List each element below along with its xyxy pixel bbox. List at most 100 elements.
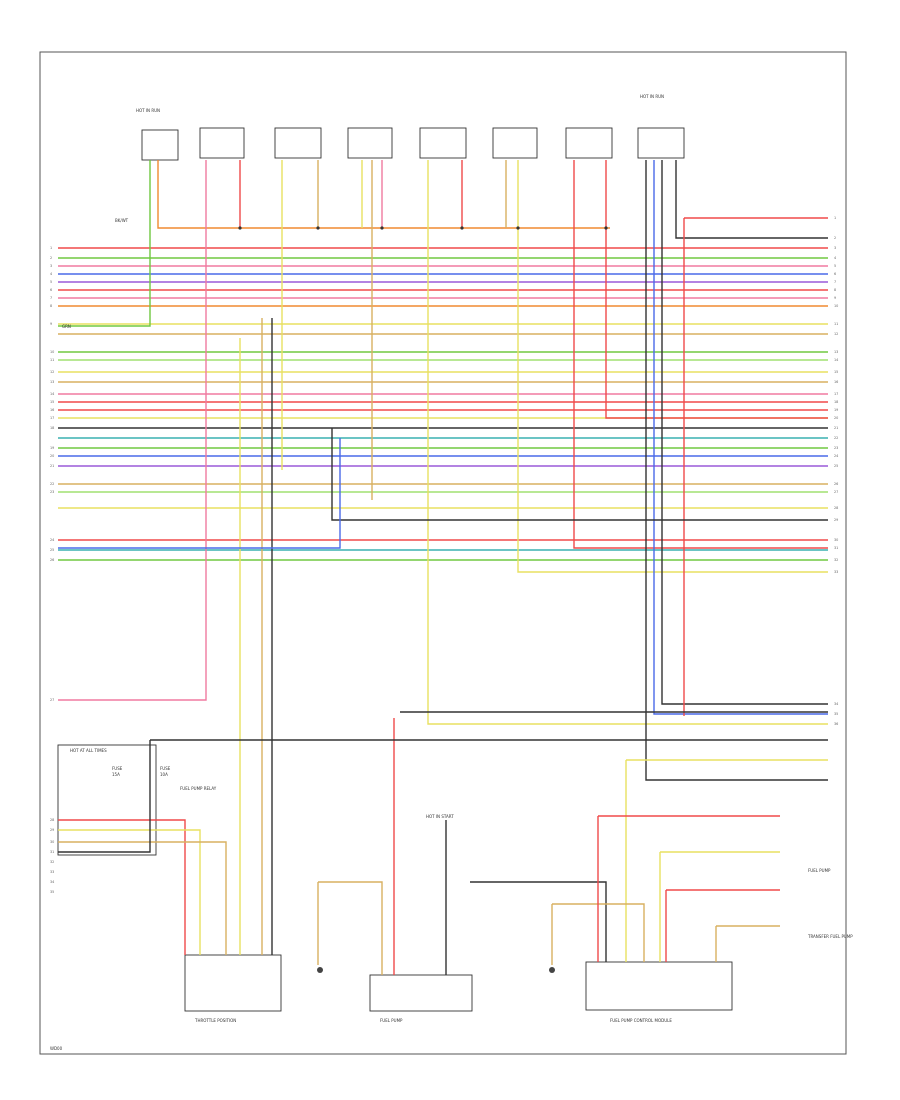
wire xyxy=(517,160,828,573)
fuse-relay-label: FUEL PUMP RELAY xyxy=(180,786,217,791)
left-pin-number: 31 xyxy=(50,850,54,854)
wire xyxy=(653,160,828,715)
right-pin-number: 12 xyxy=(834,332,838,336)
fuse-amp-1: 15A xyxy=(112,772,120,777)
right-pin-number: 23 xyxy=(834,446,838,450)
hot-start-label: HOT IN START xyxy=(426,814,454,819)
left-pin-number: 35 xyxy=(50,890,54,894)
right-pin-number: 10 xyxy=(834,304,838,308)
right-pin-number: 22 xyxy=(834,436,838,440)
left-pin-number: 23 xyxy=(50,490,54,494)
component-box xyxy=(199,127,245,159)
right-pin-number: 9 xyxy=(834,296,836,300)
left-pin-number: 13 xyxy=(50,380,54,384)
fuel-pump-relay-box xyxy=(369,974,473,1012)
wire xyxy=(318,881,383,975)
wire xyxy=(675,160,828,239)
right-pin-number: 1 xyxy=(834,216,836,220)
fuse-box-label: HOT AT ALL TIMES xyxy=(70,748,107,753)
right-pin-number: 34 xyxy=(834,702,838,706)
left-pin-number: 27 xyxy=(50,698,54,702)
left-pin-number: 24 xyxy=(50,538,54,542)
component-box xyxy=(565,127,613,159)
splice-dot xyxy=(604,226,608,230)
left-pin-number: 29 xyxy=(50,828,54,832)
splice-dot xyxy=(316,226,320,230)
right-pin-number: 15 xyxy=(834,370,838,374)
pin-labels: 1234567891011121314151617181920212223242… xyxy=(50,216,838,894)
fuse-label-2: FUSE xyxy=(160,766,171,771)
right-pin-number: 18 xyxy=(834,400,838,404)
splice-dot xyxy=(516,226,520,230)
wire xyxy=(661,160,828,705)
left-pin-number: 9 xyxy=(50,322,52,326)
wire xyxy=(58,841,227,955)
fuel-pump-module-label: FUEL PUMP CONTROL MODULE xyxy=(610,1018,672,1023)
ground-symbol xyxy=(549,967,555,973)
wire xyxy=(58,829,201,955)
left-pin-number: 18 xyxy=(50,426,54,430)
right-pin-number: 7 xyxy=(834,280,836,284)
left-pin-number: 10 xyxy=(50,350,54,354)
wire xyxy=(427,160,828,725)
left-pin-number: 28 xyxy=(50,818,54,822)
throttle-label: THROTTLE POSITION xyxy=(194,1018,236,1023)
fuel-pump-relay-label: FUEL PUMP xyxy=(380,1018,403,1023)
component-box xyxy=(492,127,538,159)
right-pin-number: 21 xyxy=(834,426,838,430)
left-pin-number: 5 xyxy=(50,280,52,284)
right-pin-number: 33 xyxy=(834,570,838,574)
right-pin-number: 24 xyxy=(834,454,838,458)
hot-run-label: HOT IN RUN xyxy=(136,108,160,113)
top-tag: BK/WT xyxy=(115,218,129,223)
transfer-pump-label: TRANSFER FUEL PUMP xyxy=(807,934,853,939)
wire-harness xyxy=(58,160,828,975)
right-pin-number: 4 xyxy=(834,256,836,260)
right-pin-number: 29 xyxy=(834,518,838,522)
right-pin-number: 6 xyxy=(834,272,836,276)
right-pin-number: 28 xyxy=(834,506,838,510)
right-pin-number: 2 xyxy=(834,236,836,240)
right-pin-number: 13 xyxy=(834,350,838,354)
throttle-module xyxy=(184,954,282,1012)
wire xyxy=(58,160,151,327)
component-box xyxy=(141,129,179,161)
left-pin-number: 32 xyxy=(50,860,54,864)
wire xyxy=(605,160,828,419)
wire xyxy=(58,438,341,549)
bottom-components xyxy=(57,744,733,1012)
fuse-relay-box xyxy=(57,744,157,856)
left-pin-number: 14 xyxy=(50,392,54,396)
component-box xyxy=(419,127,467,159)
left-pin-number: 33 xyxy=(50,870,54,874)
wire xyxy=(645,160,828,781)
left-pin-number: 6 xyxy=(50,288,52,292)
splice-dot xyxy=(380,226,384,230)
right-pin-number: 27 xyxy=(834,490,838,494)
wire xyxy=(58,740,151,853)
component-box xyxy=(637,127,685,159)
right-pin-number: 36 xyxy=(834,722,838,726)
right-pin-number: 20 xyxy=(834,416,838,420)
wire xyxy=(58,160,207,701)
left-pin-number: 16 xyxy=(50,408,54,412)
right-pin-number: 35 xyxy=(834,712,838,716)
wire xyxy=(157,160,610,229)
diagram-frame xyxy=(39,51,847,1055)
left-pin-number: 11 xyxy=(50,358,54,362)
left-pin-number: 1 xyxy=(50,246,52,250)
right-pin-number: 26 xyxy=(834,482,838,486)
left-pin-number: 19 xyxy=(50,446,54,450)
wire xyxy=(552,903,645,962)
page-id: WD00 xyxy=(50,1046,63,1051)
left-pin-number: 4 xyxy=(50,272,52,276)
wire xyxy=(58,819,186,955)
right-pin-number: 32 xyxy=(834,558,838,562)
right-pin-number: 19 xyxy=(834,408,838,412)
right-pin-number: 16 xyxy=(834,380,838,384)
right-pin-number: 3 xyxy=(834,246,836,250)
fuse-amp-2: 10A xyxy=(160,772,168,777)
ground-tag: GRN xyxy=(62,324,71,329)
left-pin-number: 25 xyxy=(50,548,54,552)
